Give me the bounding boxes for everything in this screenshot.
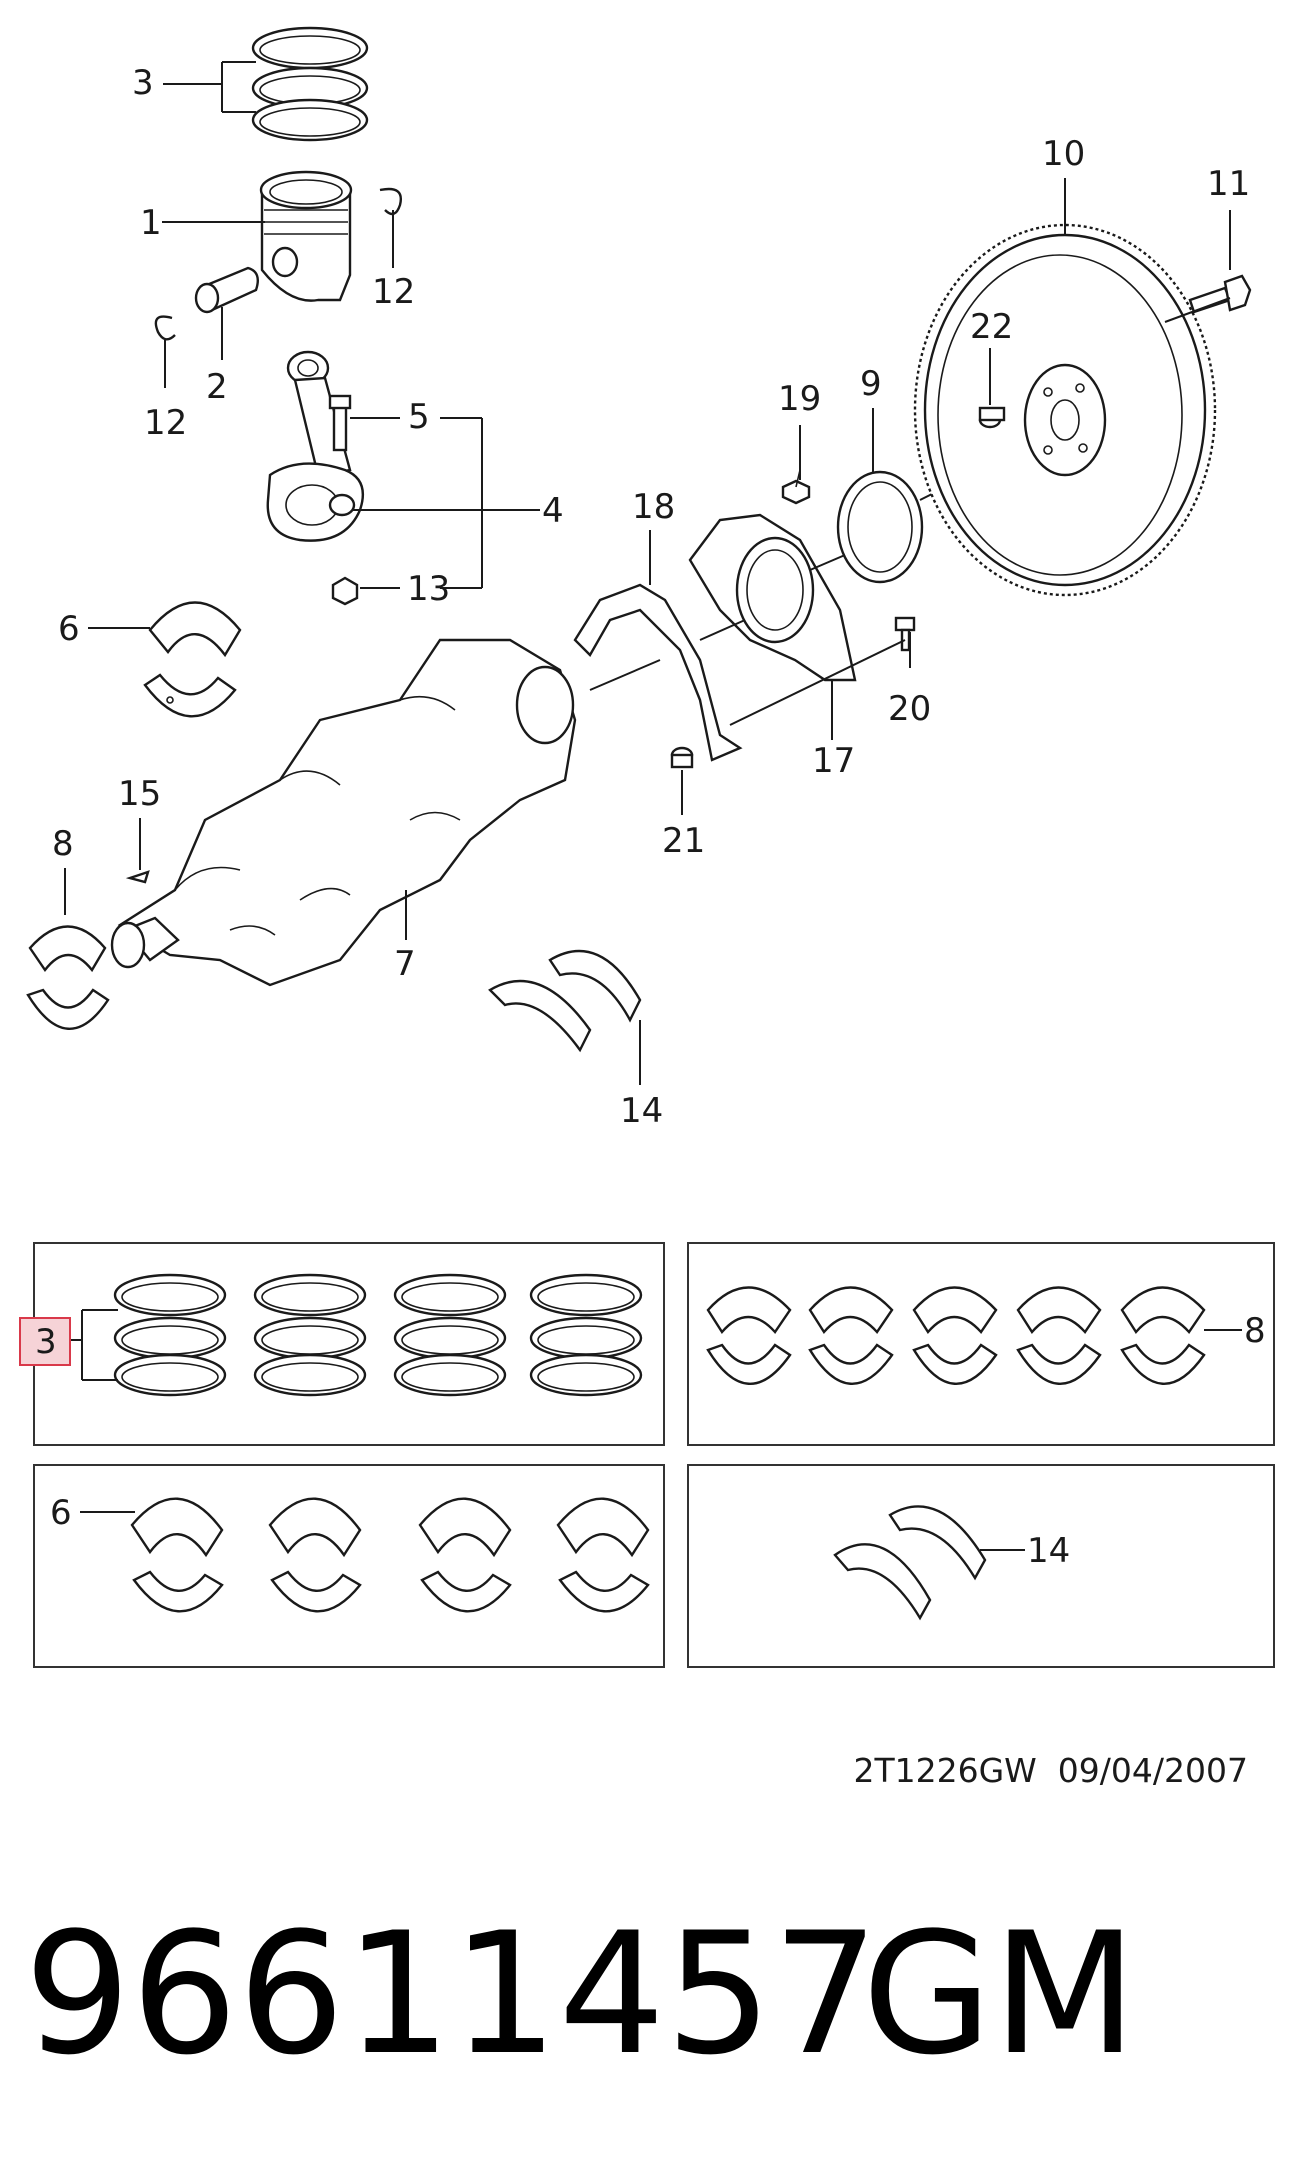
circlip-right [379, 187, 402, 216]
callout-12-right: 12 [372, 272, 415, 312]
center-line-a [589, 659, 661, 691]
callout-3: 3 [132, 63, 154, 103]
callout-21: 21 [662, 821, 705, 861]
main-bearing-lower [26, 988, 110, 1030]
piston [259, 170, 353, 302]
callout-7: 7 [394, 944, 416, 984]
callout-4: 4 [542, 491, 564, 531]
kit-main-bearings [706, 1286, 1206, 1385]
brand-name: GM [862, 1896, 1137, 2092]
callout-2: 2 [206, 367, 228, 407]
connecting-rod [266, 350, 365, 542]
kit-thrust-label: 14 [1027, 1531, 1070, 1571]
center-line-c [809, 554, 846, 571]
kit-rings-bracket [70, 1309, 118, 1381]
circlip-left [154, 315, 176, 341]
callout-1: 1 [140, 203, 162, 243]
rod-nut [331, 576, 359, 606]
kit-main-bearings-label: 8 [1244, 1311, 1266, 1351]
callout-19: 19 [778, 379, 821, 419]
highlight-badge[interactable] [19, 1317, 71, 1366]
callout-11: 11 [1207, 164, 1250, 204]
callout-13: 13 [407, 569, 450, 609]
center-line-b [699, 619, 746, 641]
thrust-washers [488, 949, 642, 1053]
flywheel-bolt [1188, 274, 1252, 314]
callout-15: 15 [118, 774, 161, 814]
callout-6: 6 [58, 609, 80, 649]
callout-11-leader-a [1164, 297, 1231, 323]
callout-5: 5 [408, 397, 430, 437]
callout-20: 20 [888, 689, 931, 729]
crankshaft [110, 638, 577, 987]
callout-14: 14 [620, 1091, 663, 1131]
rear-gasket [573, 583, 743, 762]
callout-22: 22 [970, 307, 1013, 347]
kit-rod-bearings [130, 1497, 650, 1613]
piston-pin [194, 266, 259, 314]
callout-12-left: 12 [144, 403, 187, 443]
callout-9: 9 [860, 364, 882, 404]
piston-rings [251, 26, 369, 142]
callout-5-bracket [350, 417, 540, 589]
flywheel [913, 223, 1217, 597]
kit-box-thrust [687, 1464, 1275, 1668]
kit-thrust-washers [833, 1505, 987, 1621]
woodruff-key [125, 870, 150, 884]
callout-18: 18 [632, 487, 675, 527]
kit-rod-bearings-label: 6 [50, 1493, 72, 1533]
part-number: 96611457 [24, 1896, 879, 2092]
callout-8: 8 [52, 824, 74, 864]
kit-box-rod-bearings [33, 1464, 665, 1668]
kit-ring-sets [113, 1273, 643, 1397]
housing-bolt-19 [781, 469, 811, 505]
rod-bearing-lower [143, 673, 237, 718]
callout-17: 17 [812, 741, 855, 781]
main-bearing-upper [28, 925, 107, 973]
callout-10: 10 [1042, 134, 1085, 174]
rear-seal-housing [688, 513, 857, 682]
kit-rings-label: 3 [35, 1322, 57, 1362]
callout-20-leader-a [729, 639, 906, 726]
rear-oil-seal [836, 470, 924, 584]
housing-bolt-20 [894, 616, 916, 652]
kit-box-main-bearings [687, 1242, 1275, 1446]
dowel-pin [670, 746, 694, 769]
rod-bearing-upper [148, 601, 242, 658]
drawing-reference: 2T1226GW 09/04/2007 [853, 1751, 1248, 1790]
callout-3-leader [163, 61, 256, 113]
flywheel-dowel [978, 406, 1006, 429]
rod-bolt [328, 394, 352, 452]
